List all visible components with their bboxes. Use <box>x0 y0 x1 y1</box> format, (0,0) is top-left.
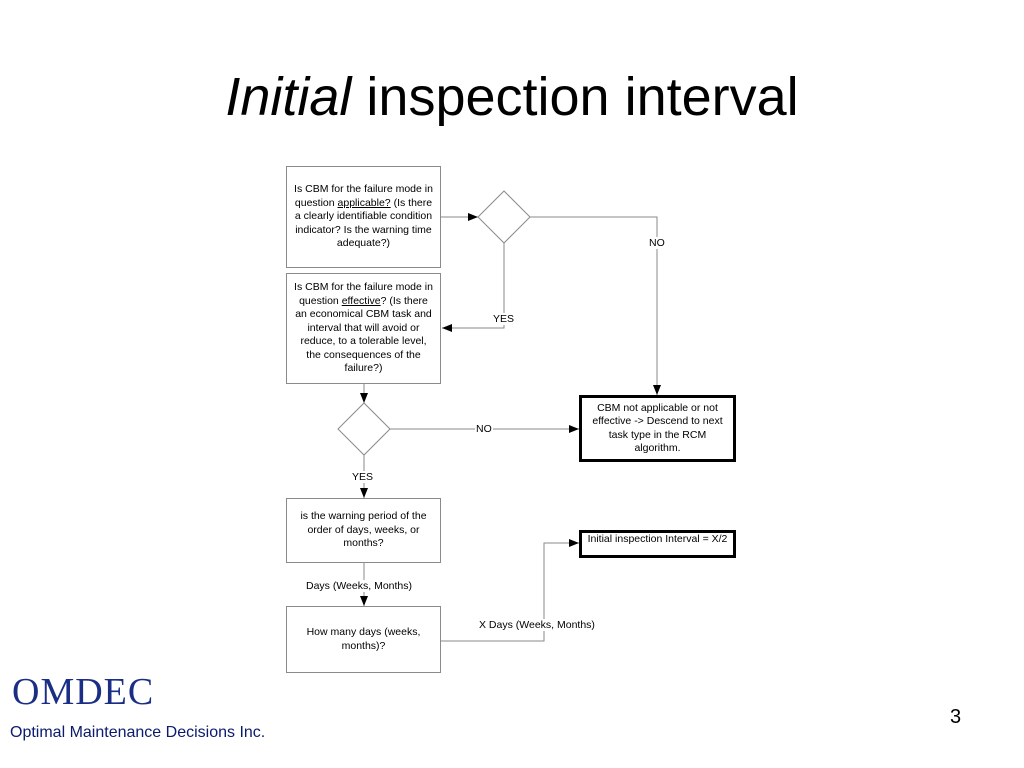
title-italic: Initial <box>225 67 352 127</box>
q1-text: Is CBM for the failure mode in question … <box>292 183 435 251</box>
label-days-weeks-months: Days (Weeks, Months) <box>305 580 413 592</box>
q2-key: effective <box>341 294 381 307</box>
omdec-logo: OMDEC <box>12 671 155 713</box>
company-name: Optimal Maintenance Decisions Inc. <box>10 724 266 741</box>
q1-key: applicable? <box>337 196 391 209</box>
label-no-1: NO <box>648 237 666 249</box>
q2-text: Is CBM for the failure mode in question … <box>292 281 435 376</box>
cbm-not-applicable-box: CBM not applicable or not effective -> D… <box>579 395 736 462</box>
question-how-many-days-box: How many days (weeks, months)? <box>286 606 441 673</box>
question-applicable-box: Is CBM for the failure mode in question … <box>286 166 441 268</box>
label-yes-1: YES <box>492 313 516 325</box>
q1-post: (Is there a clearly identifiable conditi… <box>294 196 433 250</box>
slide-title: Initial inspection interval <box>0 62 1024 132</box>
page-number: 3 <box>950 706 962 728</box>
connector-decision1-no <box>530 216 661 395</box>
decision-diamond-1 <box>477 190 531 244</box>
result-text: Initial inspection Interval = X/2 <box>587 533 728 545</box>
q3-text: is the warning period of the order of da… <box>300 510 427 550</box>
connector-decision1-yes <box>442 243 505 332</box>
title-rest: inspection interval <box>351 67 799 127</box>
cbm-not-text: CBM not applicable or not effective -> D… <box>592 401 723 455</box>
q2-post: ? (Is there an economical CBM task and i… <box>295 294 432 375</box>
q2-pre: Is CBM for the failure mode in question <box>294 281 433 307</box>
q4-text: How many days (weeks, months)? <box>306 626 421 652</box>
connector-q4-to-result <box>441 539 579 642</box>
q1-pre: Is CBM for the failure mode in question <box>294 183 433 209</box>
result-interval-box: Initial inspection Interval = X/2 <box>579 530 736 558</box>
question-warning-period-box: is the warning period of the order of da… <box>286 498 441 563</box>
label-x-days: X Days (Weeks, Months) <box>478 619 596 631</box>
label-yes-2: YES <box>351 471 375 483</box>
question-effective-box: Is CBM for the failure mode in question … <box>286 273 441 384</box>
decision-diamond-2 <box>337 402 391 456</box>
label-no-2: NO <box>475 423 493 435</box>
